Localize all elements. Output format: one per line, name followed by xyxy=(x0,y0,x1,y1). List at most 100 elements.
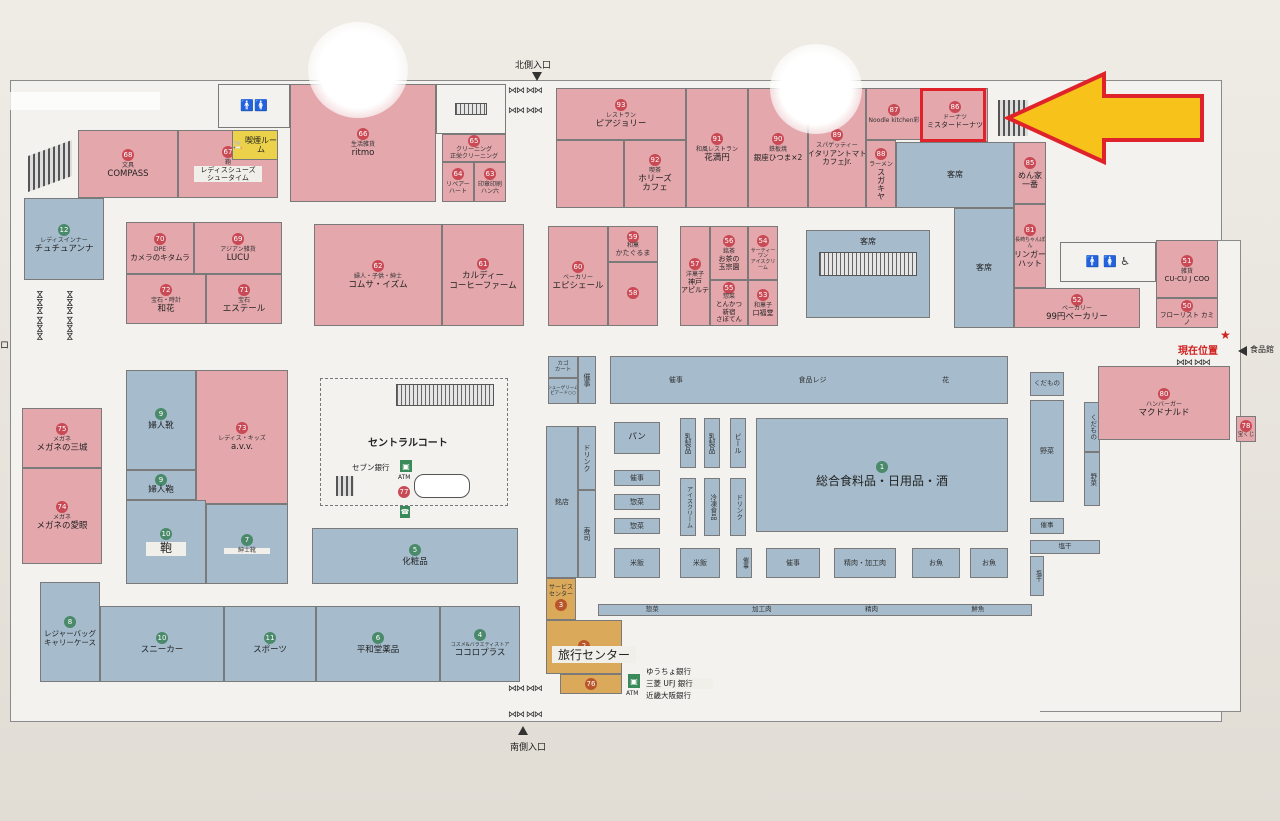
shop-81[interactable]: 81 長崎ちゃんぽん リンガー ハット xyxy=(1014,204,1046,288)
shop-92[interactable]: 92 喫茶 ホリーズ カフェ xyxy=(624,140,686,208)
shop-53[interactable]: 53 和菓子 口福堂 xyxy=(748,280,778,326)
shop-category: 喫茶 xyxy=(648,166,661,174)
shop-55[interactable]: 55 惣菜 とんかつ 新宿 さぼてん xyxy=(710,280,748,326)
food-souzai-1: 惣菜 xyxy=(614,494,660,510)
shop-number: 9 xyxy=(155,474,167,487)
shop-68[interactable]: 68 文具 COMPASS xyxy=(78,130,178,198)
flower-label: 花 xyxy=(942,375,950,384)
tape-mark xyxy=(10,92,160,110)
shop-85[interactable]: 85 めん家 一番 xyxy=(1014,142,1046,204)
shop-name: スポーツ xyxy=(253,645,287,656)
shop-name: ココロプラス xyxy=(454,647,506,658)
food-ice: アイスクリーム xyxy=(680,478,696,536)
food-saiji-vertical: 催事 xyxy=(578,356,596,404)
shop-number: 71 xyxy=(238,283,250,296)
shop-category: 和風レストラン xyxy=(695,145,738,153)
shop-name: イタリアントマト カフェJr. xyxy=(808,148,866,167)
shop-number: 75 xyxy=(56,422,68,435)
shop-number: 57 xyxy=(689,257,701,270)
shop-62[interactable]: 62 婦人・子供・紳士 コムサ・イズム xyxy=(314,224,442,326)
shop-number: 12 xyxy=(58,223,70,236)
shop-8[interactable]: 8 レジャーバッグ キャリーケース xyxy=(40,582,100,682)
shop-category: 和菓子 xyxy=(753,301,772,309)
shop-3[interactable]: サービス センター 3 xyxy=(546,578,576,620)
shop-60[interactable]: 60 ベーカリー エピシェール xyxy=(548,226,608,326)
shop-88[interactable]: 88 ラーメン スガキヤ xyxy=(866,140,896,208)
shop-name: ミスタードーナツ xyxy=(927,121,983,130)
shop-5[interactable]: 5 化粧品 xyxy=(312,528,518,584)
shop-61[interactable]: 61 カルディー コーヒーファーム xyxy=(442,224,524,326)
shop-59[interactable]: 59 和菓 かたぐるま xyxy=(608,226,658,262)
shop-name: サービス センター xyxy=(548,584,573,598)
shop-9-bags[interactable]: 9 婦人鞄 xyxy=(126,470,196,500)
shop-number: 68 xyxy=(122,148,134,161)
shop-9-shoes[interactable]: 9 婦人靴 xyxy=(126,370,196,470)
shop-57[interactable]: 57 洋菓子 神戸 アピルテ xyxy=(680,226,710,326)
shop-12[interactable]: 12 レディスインナー チュチュアンナ xyxy=(24,198,104,280)
shop-name: カメラのキタムラ xyxy=(130,253,190,263)
shop-76[interactable]: 76 xyxy=(560,674,622,694)
saiji-label: 催事 xyxy=(630,473,644,482)
shop-51[interactable]: 51 雑貨 CU-CU J COO xyxy=(1156,240,1218,298)
shop-6[interactable]: 6 平和堂薬品 xyxy=(316,606,440,682)
dairy-label: 乳製品 xyxy=(684,432,693,454)
shop-78[interactable]: 78 宝くじ xyxy=(1236,416,1256,442)
south-door-icon: ⋈⋈ ⋈⋈ xyxy=(508,684,543,694)
shop-71[interactable]: 71 宝石 エステール xyxy=(206,274,282,324)
shop-73[interactable]: 73 レディス・キッズ a.v.v. xyxy=(196,370,288,504)
shop-74[interactable]: 74 メガネ メガネの愛眼 xyxy=(22,468,102,564)
shop-50[interactable]: 50 フローリスト カミノ xyxy=(1156,298,1218,328)
shop-name: リンガー ハット xyxy=(1014,249,1046,268)
food-main[interactable]: 1 総合食料品・日用品・酒 xyxy=(756,418,1008,532)
seating-top: 客席 xyxy=(896,142,1014,208)
shop-category: 銘茶 xyxy=(722,247,735,255)
shop-54[interactable]: 54 サーティーワン アイスクリーム xyxy=(748,226,778,280)
shop-52[interactable]: 52 ベーカリー 99円ベーカリー xyxy=(1014,288,1140,328)
shop-64[interactable]: 64 リペアー ハート xyxy=(442,162,474,202)
shop-category: 和菓 xyxy=(626,241,639,249)
smoking-room[interactable]: 🚬 喫煙ルーム xyxy=(232,130,278,160)
shop-72[interactable]: 72 宝石・時計 和花 xyxy=(126,274,206,324)
south-door-icon-2: ⋈⋈ ⋈⋈ xyxy=(508,710,543,720)
shop-70[interactable]: 70 DPE カメラのキタムラ xyxy=(126,222,194,274)
saiji-label: 催事 xyxy=(786,558,800,567)
food-seiniku: 精肉・加工肉 xyxy=(834,548,896,578)
shop-75[interactable]: 75 メガネ メガネの三城 xyxy=(22,408,102,468)
shop-58[interactable]: 58 xyxy=(608,262,658,326)
north-door-icon-2: ⋈⋈ ⋈⋈ xyxy=(508,106,543,116)
shop-69[interactable]: 69 アジアン雑貨 LUCU xyxy=(194,222,282,274)
shop-65[interactable]: 65 クリーニング 正栄クリーニング xyxy=(442,134,506,162)
shop-10-bags[interactable]: 10 鞄 xyxy=(126,500,206,584)
east-door-icon: ⋈⋈ ⋈⋈ xyxy=(1176,358,1211,368)
shop-91[interactable]: 91 和風レストラン 花満円 xyxy=(686,88,748,208)
shop-number: 67 xyxy=(222,145,234,158)
shop-63[interactable]: 63 印章印刷 ハン六 xyxy=(474,162,506,202)
shop-name: 花満円 xyxy=(704,152,730,163)
central-court-label: セントラルコート xyxy=(368,438,448,449)
food-meiten: 銘店 xyxy=(546,426,578,578)
shop-80[interactable]: 80 ハンバーガー マクドナルド xyxy=(1098,366,1230,440)
shop-10-sneakers[interactable]: 10 スニーカー xyxy=(100,606,224,682)
shop-11[interactable]: 11 スポーツ xyxy=(224,606,316,682)
shop-86[interactable]: 86 ドーナツ ミスタードーナツ xyxy=(922,88,988,142)
food-beihan-2: 米飯 xyxy=(680,548,720,578)
atm-icon: ▣ xyxy=(628,674,640,688)
shop-4[interactable]: 4 コスメ&バラエティストア ココロプラス xyxy=(440,606,520,682)
shop-7[interactable]: 7 紳士靴 xyxy=(206,504,288,584)
frozen-label: 冷凍食品 xyxy=(708,494,717,520)
shop-87[interactable]: 87 Noodle kitchen彩 xyxy=(866,88,922,140)
glare-spot xyxy=(770,44,862,134)
shop-number: 85 xyxy=(1024,156,1036,169)
food-himono-2: 塩干 xyxy=(1030,556,1044,596)
shop-category: ベーカリー xyxy=(562,273,593,281)
mufg-bank-label: 三菱 UFJ 銀行 xyxy=(646,678,713,689)
glare-spot xyxy=(308,22,408,118)
shop-category: 生活雑貨 xyxy=(350,140,375,148)
shop-category: リペアー xyxy=(446,181,470,189)
shop-56[interactable]: 56 銘茶 お茶の 玉宗園 xyxy=(710,226,748,280)
shop-category: アジアン雑貨 xyxy=(220,245,256,253)
shop-name: 化粧品 xyxy=(402,557,428,568)
shop-number: 6 xyxy=(372,632,384,645)
food-pan: パン xyxy=(614,422,660,454)
shop-93[interactable]: 93 レストラン ピアジョリー xyxy=(556,88,686,140)
